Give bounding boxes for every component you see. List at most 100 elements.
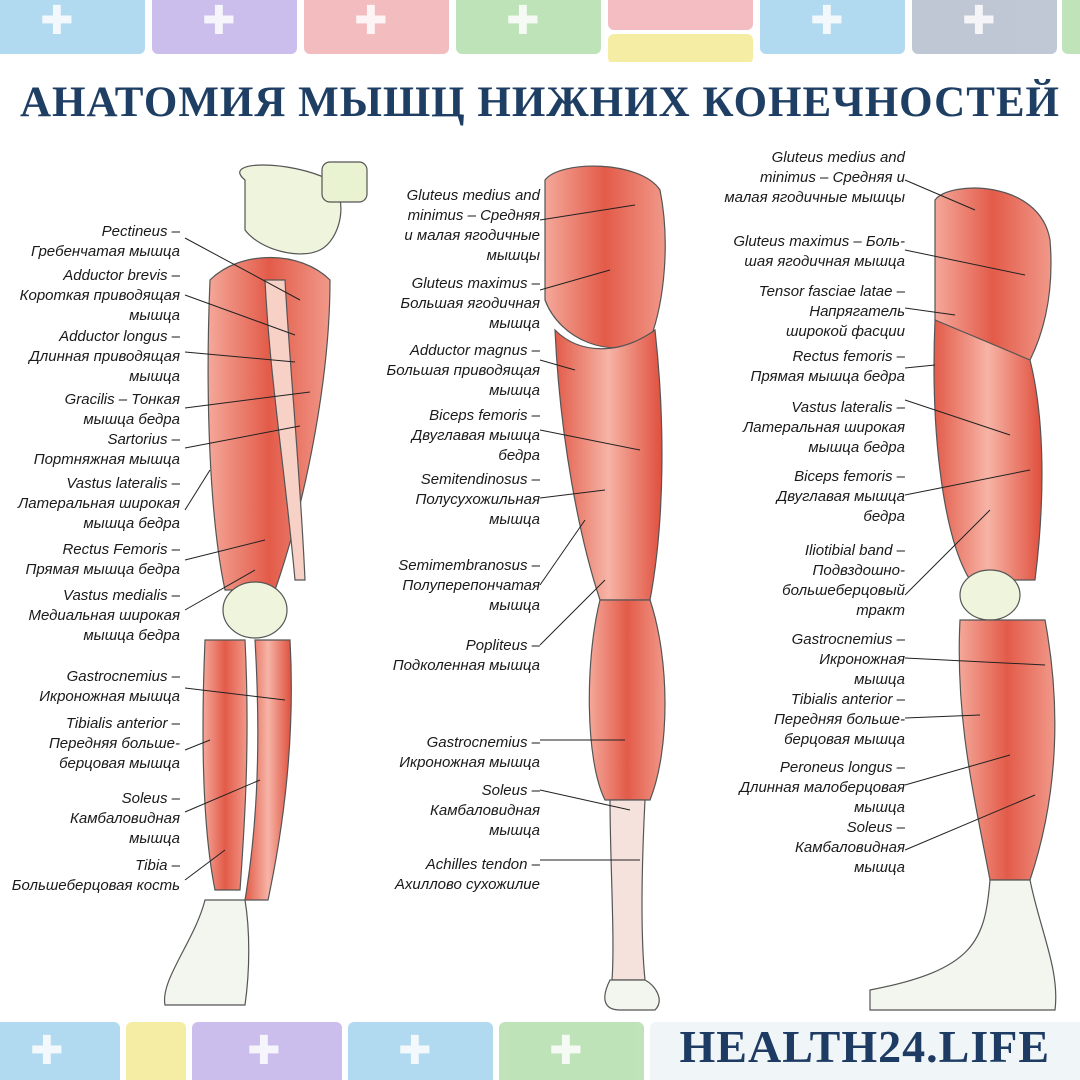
calf-muscles — [588, 599, 666, 801]
page-title: АНАТОМИЯ МЫШЦ НИЖНИХ КОНЕЧНОСТЕЙ — [19, 79, 1061, 126]
label-line: Soleus – — [481, 782, 540, 799]
label-line: Gluteus maximus – Боль- — [733, 233, 905, 250]
label-line: мышца — [129, 307, 180, 324]
brand-logo-text: HEALTH24.LIFE — [679, 1021, 1050, 1072]
label-line: и малая ягодичные — [404, 227, 540, 244]
label-line: мышца бедра — [83, 515, 180, 532]
label-line: мышца — [129, 830, 180, 847]
label-line: Длинная малоберцовая — [739, 779, 905, 796]
anterior-leg — [163, 161, 368, 1006]
label-line: Медиальная широкая — [28, 607, 180, 624]
label-line: бедра — [498, 447, 540, 464]
label-line: Длинная приводящая — [29, 348, 180, 365]
tile-pink: ✚ — [304, 0, 449, 54]
label-line: большеберцовый — [782, 582, 905, 599]
label-line: Tibialis anterior – — [790, 691, 905, 708]
label-line: Камбаловидная — [795, 839, 905, 856]
leader-lines — [184, 179, 1046, 881]
label-line: Передняя больше- — [773, 711, 905, 728]
tile-yellow — [608, 34, 753, 62]
label-line: Vastus lateralis – — [791, 399, 905, 416]
label-line: Подколенная мышца — [392, 657, 540, 674]
label-tibia: Tibia –Большеберцовая кость — [12, 856, 180, 896]
label-line: мышца бедра — [808, 439, 905, 456]
shin-lateral — [958, 619, 1056, 881]
tile-purple: ✚ — [152, 0, 297, 54]
label-line: Камбаловидная — [430, 802, 540, 819]
label-line: Гребенчатая мышца — [30, 243, 180, 260]
label-line: тракт — [856, 602, 905, 619]
tile-green-2 — [1062, 0, 1080, 54]
label-line: Камбаловидная — [70, 810, 180, 827]
label-line: Tensor fasciae latae – — [758, 283, 905, 300]
label-line: Большеберцовая кость — [11, 877, 180, 894]
label-line: minimus – Средняя — [407, 207, 540, 224]
label-line: Sartorius – — [107, 431, 180, 448]
label-sartorius: Sartorius –Портняжная мышца — [34, 430, 180, 470]
label-rectus-femoris: Rectus Femoris –Прямая мышца бедра — [26, 540, 180, 580]
tile-blue-2: ✚ — [348, 1022, 493, 1080]
label-line: Iliotibial band – — [804, 542, 905, 559]
knee-bone — [222, 581, 288, 639]
label-line: Подвздошно- — [812, 562, 905, 579]
label-gluteus-maximus: Gluteus maximus – Боль-шая ягодичная мыш… — [733, 232, 905, 272]
label-line: Двуглавая мышца — [776, 488, 905, 505]
tibialis-muscle — [244, 639, 292, 901]
label-line: Икроножная — [819, 651, 905, 668]
label-line: Латеральная широкая — [742, 419, 905, 436]
pelvis-bone — [239, 164, 342, 255]
hamstring-muscles — [554, 328, 663, 601]
posterior-leg — [544, 165, 666, 1011]
tile-green: ✚ — [456, 0, 601, 54]
tile-light — [650, 1022, 1080, 1080]
label-line: Полусухожильная — [415, 491, 540, 508]
label-line: малая ягодичные мышцы — [724, 189, 905, 206]
tile-purple: ✚ — [192, 1022, 342, 1080]
tile-green: ✚ — [499, 1022, 644, 1080]
label-line: Напрягатель — [809, 303, 905, 320]
label-line: minimus – Средняя и — [760, 169, 905, 186]
label-line: бедра — [863, 508, 905, 525]
label-tibialis-anterior: Tibialis anterior –Передняя больше-берцо… — [49, 714, 180, 774]
label-line: Adductor magnus – — [409, 342, 540, 359]
label-line: Gluteus medius and — [771, 149, 905, 166]
label-line: мышца — [489, 822, 540, 839]
tile-grey: ✚ — [912, 0, 1057, 54]
label-line: Икроножная мышца — [39, 688, 180, 705]
label-line: Vastus lateralis – — [66, 475, 180, 492]
label-line: Короткая приводящая — [19, 287, 180, 304]
label-iliotibial: Iliotibial band – Подвздошно-большеберцов… — [782, 541, 905, 621]
top-decorative-band: ✚ ✚ ✚ ✚ ✚ ✚ — [0, 0, 1080, 62]
bottom-decorative-band: ✚ ✚ ✚ ✚ — [0, 1018, 1080, 1080]
label-line: мышца — [129, 368, 180, 385]
sartorius-muscle — [264, 279, 306, 581]
label-line: Soleus – — [846, 819, 905, 836]
label-line: мышцы — [486, 247, 540, 264]
label-line: Rectus femoris – — [792, 348, 905, 365]
label-soleus: Soleus – Камбаловидная мышца — [795, 818, 905, 878]
label-line: Semitendinosus – — [420, 471, 540, 488]
label-line: Двуглавая мышца — [411, 427, 540, 444]
label-line: берцовая мышца — [784, 731, 905, 748]
label-line: берцовая мышца — [59, 755, 180, 772]
heel — [604, 979, 660, 1011]
achilles-tendon — [609, 799, 646, 981]
label-line: Vastus medialis – — [63, 587, 180, 604]
tile-blue: ✚ — [0, 1022, 120, 1080]
foot-bones — [163, 899, 250, 1006]
label-line: Gracilis – Тонкая — [64, 391, 180, 408]
label-line: мышца — [854, 799, 905, 816]
label-gastrocnemius: Gastrocnemius –Икроножная мышца — [39, 667, 180, 707]
label-line: мышца — [854, 859, 905, 876]
label-line: Pectineus – — [101, 223, 180, 240]
foot-lateral — [869, 879, 1057, 1011]
label-line: Gastrocnemius – — [426, 734, 540, 751]
